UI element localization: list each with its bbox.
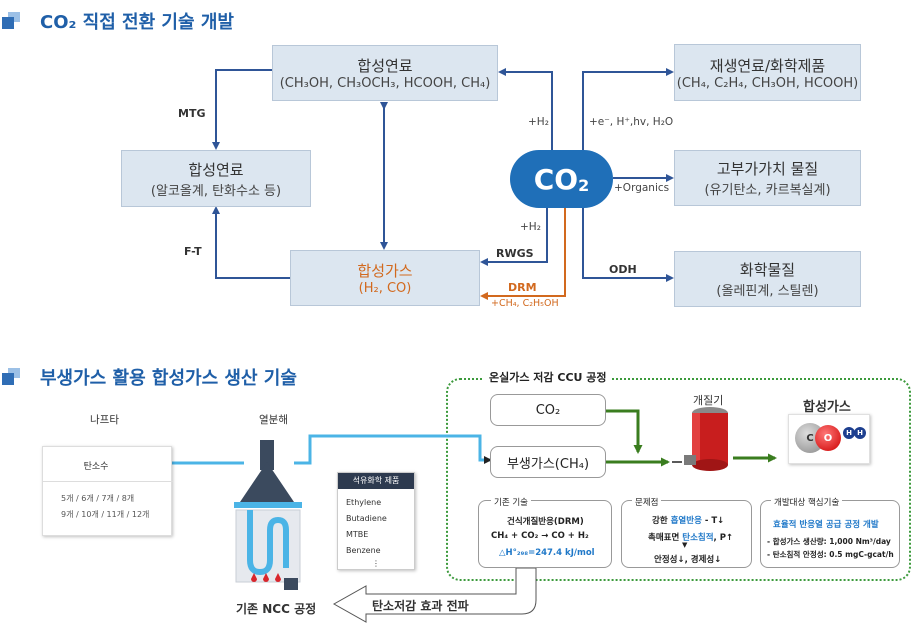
problem-title: 문제점 — [632, 496, 662, 508]
existing-tech-line1: 건식개질반응(DRM) — [507, 517, 584, 527]
problem-line2: 촉매표면 탄소침적, P↑ — [648, 531, 733, 543]
core-technology-box: 개발대상 핵심기술 효율적 반응열 공급 공정 개발 - 합성가스 생산량: 1… — [760, 496, 900, 568]
box-title: 합성가스 — [357, 262, 413, 280]
carbon-number-line1: 5개 / 6개 / 7개 / 8개 — [61, 494, 135, 503]
hydrogen-symbol: H — [846, 429, 852, 437]
petrochemical-products-card: 석유화학 제품 Ethylene Butadiene MTBE Benzene … — [337, 472, 415, 570]
byproduct-gas-pill: 부생가스(CH₄) — [490, 446, 606, 478]
core-tech-line2: - 합성가스 생산량: 1,000 Nm³/day — [767, 537, 891, 546]
rwgs-label: RWGS — [496, 247, 534, 260]
problem-line1-a: 강한 — [652, 516, 671, 526]
organics-label: +Organics — [614, 182, 670, 194]
product-item: Benzene — [346, 546, 381, 555]
problem-line1-b: 흡열반응 — [670, 516, 702, 526]
ccu-process-boundary — [446, 378, 911, 581]
product-item: Butadiene — [346, 514, 387, 523]
synthetic-fuel-box-top: 합성연료 (CH₃OH, CH₃OCH₃, HCOOH, CH₄) — [272, 45, 498, 101]
syngas-product-label: 합성가스 — [803, 400, 851, 415]
co2-input-pill: CO₂ — [490, 394, 606, 426]
renewable-fuel-box: 재생연료/화학제품 (CH₄, C₂H₄, CH₃OH, HCOOH) — [674, 44, 861, 101]
co2-conversion-connectors — [212, 68, 674, 300]
existing-tech-line3: △H°₂₉₈=247.4 kJ/mol — [499, 548, 595, 558]
box-title: 화학물질 — [739, 261, 796, 279]
byproduct-process-connectors — [148, 409, 777, 623]
reformer-icon — [684, 407, 728, 471]
carbon-effect-label: 탄소저감 효과 전파 — [372, 599, 469, 613]
box-subtitle: (CH₃OH, CH₃OCH₃, HCOOH, CH₄) — [279, 76, 491, 91]
section-bullet-icon — [2, 368, 20, 386]
box-title: 합성연료 — [357, 57, 413, 75]
existing-tech-title: 기존 기술 — [491, 496, 531, 508]
h2-top-label: +H₂ — [528, 116, 549, 128]
product-item: ⋮ — [372, 559, 380, 568]
co2-label: CO — [533, 162, 579, 196]
synthetic-fuel-box-left: 합성연료 (알코올계, 탄화수소 등) — [121, 150, 311, 207]
box-subtitle: (CH₄, C₂H₄, CH₃OH, HCOOH) — [676, 75, 859, 91]
mtg-label: MTG — [178, 107, 206, 120]
problem-line2-c: , P↑ — [713, 533, 734, 543]
core-tech-line3: - 탄소침적 안정성: 0.5 mgC-gcat/h — [767, 550, 894, 559]
reformer-label: 개질기 — [693, 394, 724, 407]
section-bullet-icon — [2, 12, 20, 30]
syngas-molecule-card: C O H H — [788, 414, 870, 464]
chemical-material-box: 화학물질 (올레핀계, 스틸렌) — [674, 251, 861, 307]
problem-line1: 강한 흡열반응 - T↓ — [652, 514, 724, 526]
section1-title: CO₂ 직접 전환 기술 개발 — [40, 12, 234, 33]
box-subtitle: (H₂, CO) — [358, 281, 412, 296]
box-subtitle: (올레핀계, 스틸렌) — [716, 284, 819, 299]
product-item: Ethylene — [346, 498, 382, 507]
naphtha-label: 나프타 — [90, 414, 119, 426]
box-subtitle: (알코올계, 탄화수소 등) — [150, 183, 282, 199]
box-title: 고부가가치 물질 — [716, 160, 819, 178]
problem-down-arrow: ▼ — [682, 541, 688, 549]
co2-subscript: 2 — [578, 175, 590, 195]
problem-box: 문제점 강한 흡열반응 - T↓ 촉매표면 탄소침적, P↑ ▼ 안정성↓, 경… — [621, 496, 752, 568]
card-divider — [43, 481, 173, 482]
syngas-box: 합성가스 (H₂, CO) — [290, 250, 480, 306]
section2-title: 부생가스 활용 합성가스 생산 기술 — [40, 368, 297, 389]
electro-label: +e⁻, H⁺,hv, H₂O — [589, 116, 674, 128]
carbon-number-card: 탄소수 5개 / 6개 / 7개 / 8개 9개 / 10개 / 11개 / 1… — [42, 446, 173, 536]
carbon-number-title: 탄소수 — [83, 462, 109, 472]
ncc-process-label: 기존 NCC 공정 — [236, 602, 317, 616]
h2-low-label: +H₂ — [520, 221, 541, 233]
hydrogen-symbol: H — [857, 429, 863, 437]
ncc-reactor-icon — [234, 440, 302, 590]
high-value-material-box: 고부가가치 물질 (유기탄소, 카르복실계) — [674, 150, 861, 206]
oxygen-atom: O — [815, 425, 841, 451]
core-tech-title: 개발대상 핵심기술 — [771, 496, 843, 508]
pyrolysis-label: 열분해 — [259, 414, 288, 426]
hydrogen-atom: H — [843, 427, 855, 439]
products-title: 석유화학 제품 — [338, 473, 414, 489]
oxygen-symbol: O — [823, 432, 833, 444]
hydrogen-atom: H — [854, 427, 866, 439]
ccu-title: 온실가스 저감 CCU 공정 — [484, 369, 612, 385]
ft-label: F-T — [184, 245, 202, 258]
box-title: 재생연료/화학제품 — [709, 56, 826, 75]
box-title: 합성연료 — [188, 160, 244, 179]
problem-line2-a: 촉매표면 — [648, 533, 683, 543]
drm-sub-label: +CH₄, C₂H₅OH — [491, 298, 559, 309]
existing-technology-box: 기존 기술 건식개질반응(DRM) CH₄ + CO₂ → CO + H₂ △H… — [478, 496, 612, 568]
drm-label: DRM — [508, 281, 537, 294]
carbon-number-line2: 9개 / 10개 / 11개 / 12개 — [61, 510, 150, 519]
product-item: MTBE — [346, 530, 369, 539]
odh-label: ODH — [609, 263, 637, 276]
problem-line2-b: 탄소침적 — [682, 533, 714, 543]
box-subtitle: (유기탄소, 카르복실계) — [704, 183, 831, 198]
core-tech-line1: 효율적 반응열 공급 공정 개발 — [773, 520, 879, 530]
problem-line1-c: - T↓ — [701, 516, 725, 526]
carbon-symbol: C — [806, 432, 814, 444]
problem-line3: 안정성↓, 경제성↓ — [654, 555, 722, 565]
existing-tech-line2: CH₄ + CO₂ → CO + H₂ — [491, 531, 589, 541]
